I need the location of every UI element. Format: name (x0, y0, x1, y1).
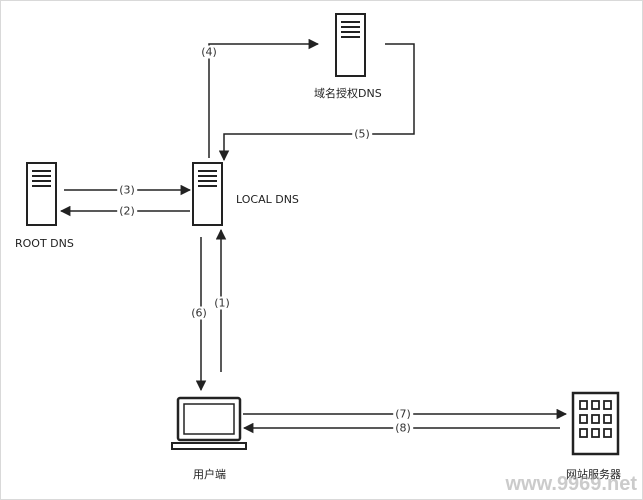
web-server-label: 网站服务器 (566, 468, 621, 481)
edge-7-label: (7) (393, 407, 413, 421)
edge-8-label: (8) (393, 421, 413, 435)
watermark: www.9969.net (505, 473, 637, 495)
auth-dns-label: 域名授权DNS (314, 87, 382, 100)
edge-5-line (218, 43, 415, 162)
client-computer-icon (171, 396, 247, 450)
client-label: 用户端 (193, 468, 226, 481)
edge-4-line (208, 38, 320, 158)
edge-5-label: (5) (352, 127, 372, 141)
local-dns-server-icon (192, 162, 223, 226)
edge-2-label: (2) (117, 204, 137, 218)
root-dns-server-icon (26, 162, 57, 226)
edge-3-label: (3) (117, 183, 137, 197)
edge-4-label: (4) (199, 45, 219, 59)
web-server-building-icon (571, 391, 620, 456)
root-dns-label: ROOT DNS (15, 237, 74, 250)
edge-6-label: (6) (189, 306, 209, 320)
local-dns-label: LOCAL DNS (236, 193, 299, 206)
auth-dns-server-icon (335, 13, 366, 77)
edge-1-label: (1) (212, 296, 232, 310)
